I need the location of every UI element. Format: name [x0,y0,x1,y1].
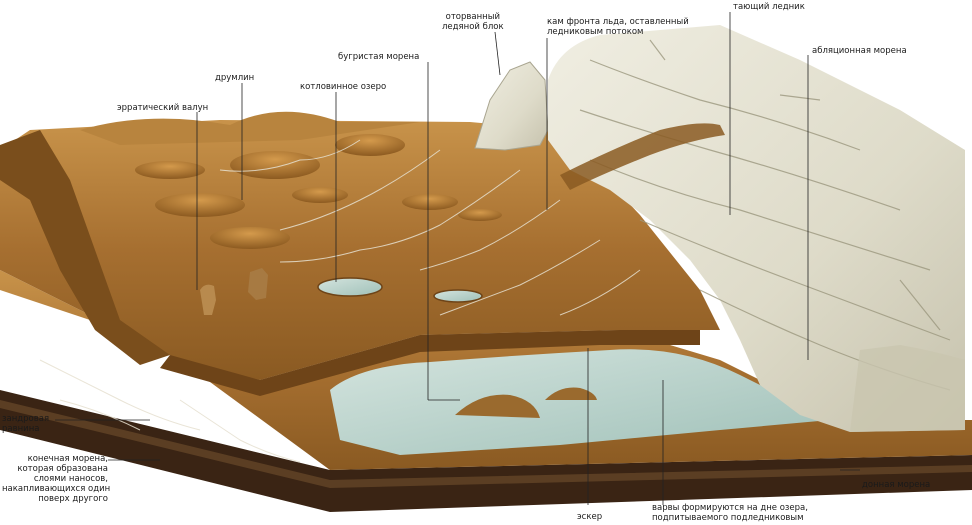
label-hummocky-moraine: бугристая морена [338,52,420,62]
soil-section [0,390,972,512]
lake-mound-1 [455,394,540,418]
label-ground-moraine: донная морена [862,480,931,490]
glacier-crevasses [579,39,951,391]
label-drumlin: друмлин [215,73,255,83]
erratic-boulder-2 [248,268,268,300]
drumlin-hill-1 [155,193,245,217]
hummock-2 [458,209,502,221]
hummock-1 [402,194,458,210]
kettle-lake-1 [317,277,383,297]
drumlin-hill-6 [292,187,348,203]
back-hills [80,111,420,145]
kettle-lake-2 [433,289,483,303]
detached-ice-block [474,61,549,151]
label-detached-block: оторванный ледяной блок [442,12,504,32]
ablation-moraine-band [560,123,725,190]
label-kettle-lake: котловинное озеро [300,82,387,92]
melting-glacier [548,25,965,432]
drumlin-hill-2 [210,227,290,249]
leader-lines [55,12,860,505]
label-erratic-boulder: эрратический валун [117,103,209,113]
label-varves: варвы формируются на дне озера, подпитыв… [652,503,808,523]
terminal-moraine-ridge [0,130,170,365]
drumlin-hill-3 [135,161,205,179]
glacier-front-shadow [850,345,965,432]
soil-gravel-band [0,400,972,488]
inner-moraine-ridge [160,330,700,396]
label-outwash-plain: зандровая равнина [2,414,50,434]
label-melting-glacier: тающий ледник [733,2,805,12]
erratic-boulder-1 [200,284,216,315]
label-ablation-moraine: абляционная морена [812,46,907,56]
lake-mound-2 [545,387,597,400]
label-kame: кам фронта льда, оставленный ледниковым … [547,17,689,37]
meltwater-streams [39,139,641,463]
proglacial-lake [330,349,830,455]
label-terminal-moraine: конечная морена, которая образована слоя… [2,454,111,504]
label-esker: эскер [577,512,603,522]
drumlin-hill-4 [230,151,320,179]
drumlin-hill-5 [335,134,405,156]
